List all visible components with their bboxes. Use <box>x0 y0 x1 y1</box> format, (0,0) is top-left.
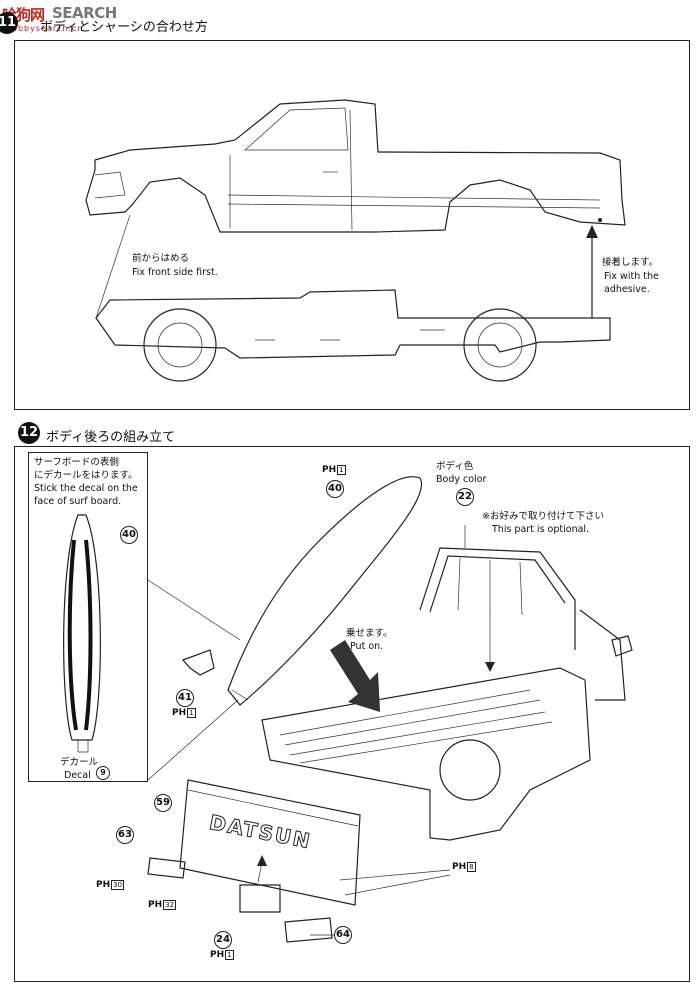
note-glue-en2: adhesive. <box>604 284 650 295</box>
left-lamp-part <box>147 857 186 879</box>
optional-jp: ※お好みで取り付けて下さい <box>482 511 604 522</box>
note-glue-en1: Fix with the <box>604 271 659 282</box>
part-41-badge: 41 <box>176 689 194 707</box>
part-64-badge: 64 <box>334 926 352 944</box>
note-glue-jp: 接着します。 <box>602 257 659 268</box>
license-plate-part <box>239 884 281 913</box>
runner-number: 32 <box>163 900 177 910</box>
runner-prefix: PH <box>452 862 467 872</box>
runner-prefix: PH <box>322 465 337 475</box>
watermark-url: hobbysearch.cn <box>6 24 84 33</box>
put-on-jp: 乗せます。 <box>346 628 393 639</box>
inset-text-jp2: にデカールをはります。 <box>34 470 138 481</box>
runner-number: 1 <box>225 950 234 960</box>
surfboard-main <box>227 476 423 706</box>
watermark-brand-en: SEARCH <box>52 4 117 22</box>
put-on-en: Put on. <box>350 641 384 652</box>
inset-surfboard <box>63 514 101 753</box>
body-color-jp: ボディ色 <box>436 461 474 472</box>
roll-bar-part <box>419 547 576 650</box>
step-11-number: 11 <box>0 12 18 34</box>
inset-decal-jp: デカール <box>60 757 99 768</box>
note-front-jp: 前からはめる <box>132 253 190 264</box>
runner-number: 30 <box>111 880 125 890</box>
part-40-badge: 40 <box>326 480 344 498</box>
part-63-badge: 63 <box>116 826 134 844</box>
runner-prefix: PH <box>172 708 187 718</box>
part-59-badge: 59 <box>154 794 172 812</box>
pickup-rear-body <box>261 609 633 841</box>
runner-number: 1 <box>337 465 346 475</box>
inset-leader-top <box>147 579 241 641</box>
part-22-badge: 22 <box>456 488 474 506</box>
step-11-title: ボディとシャーシの合わせ方 <box>40 20 208 35</box>
inset-text-en2: face of surf board. <box>34 496 122 507</box>
inset-panel <box>28 452 148 782</box>
decal-9-badge: 9 <box>96 766 110 780</box>
step-11-panel <box>14 40 690 410</box>
step-12-panel <box>14 446 690 982</box>
step-12-title: ボディ後ろの組み立て <box>46 430 176 445</box>
body-color-en: Body color <box>436 474 487 485</box>
fin-part <box>181 649 215 676</box>
tailgate-part <box>179 779 361 906</box>
right-lamp-part <box>284 917 333 943</box>
part-40-inset-badge: 40 <box>120 526 138 544</box>
chassis-drawing <box>95 289 611 382</box>
runner-number: 1 <box>187 708 196 718</box>
runner-prefix: PH <box>210 950 225 960</box>
truck-body-drawing <box>85 99 626 233</box>
runner-prefix: PH <box>96 880 111 890</box>
inset-text-en1: Stick the decal on the <box>34 483 138 494</box>
inset-text-jp1: サーフボードの表側 <box>34 457 119 468</box>
runner-prefix: PH <box>148 900 163 910</box>
inset-decal-en: Decal <box>64 770 91 781</box>
part-24-badge: 24 <box>214 931 232 949</box>
runner-number: 8 <box>467 862 476 872</box>
put-on-arrow <box>330 640 380 712</box>
inset-leader-bottom <box>147 699 239 781</box>
note-front-en: Fix front side first. <box>132 267 218 278</box>
step-12-number: 12 <box>18 422 40 444</box>
optional-en: This part is optional. <box>492 524 590 535</box>
